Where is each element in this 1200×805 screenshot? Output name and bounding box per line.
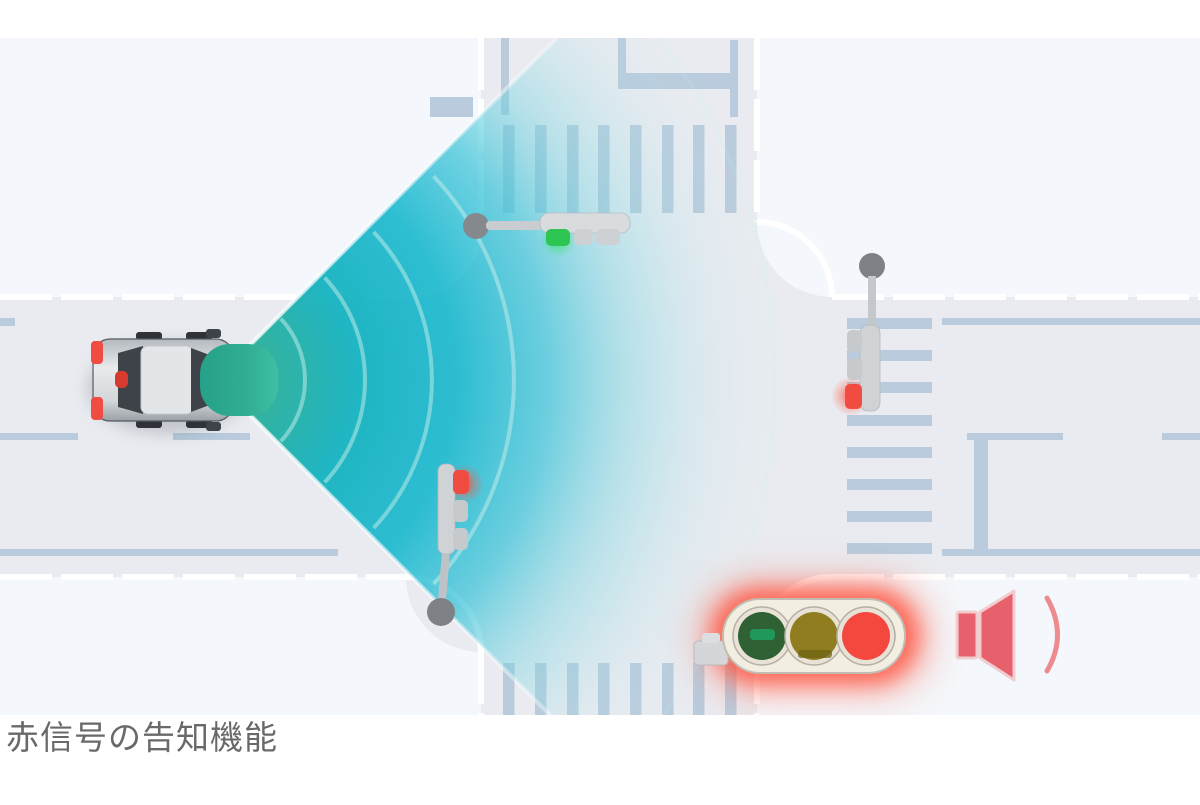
speaker-horn: [978, 589, 1016, 682]
overhead-signal-top: [463, 212, 631, 258]
signal-head: [859, 324, 881, 412]
yellow-lens-dim: [790, 612, 838, 660]
red-lens: [845, 384, 862, 409]
red-lens-lit: [842, 612, 890, 660]
roadside-signal-right: [831, 253, 885, 416]
side-patch-marking: [430, 97, 473, 117]
rear-window: [118, 346, 143, 414]
car-roof: [140, 345, 194, 415]
signal-head: [437, 463, 456, 555]
mount-bracket: [693, 640, 729, 666]
crosswalk-right: [847, 318, 932, 554]
tail-light-top: [91, 341, 103, 364]
roadside-signal-center: [427, 463, 484, 626]
sensor-dome: [200, 344, 278, 416]
alert-speaker-icon: [955, 589, 1060, 682]
side-mirror-bottom: [206, 422, 221, 431]
speaker-body: [955, 610, 979, 660]
main-traffic-light: [693, 579, 932, 695]
lens-red-assembly: [836, 606, 896, 666]
pole-base: [427, 598, 455, 626]
side-mirror-top: [206, 329, 221, 338]
tail-light-bottom: [91, 397, 103, 420]
red-lens: [453, 470, 469, 494]
pole-base: [463, 213, 489, 239]
sound-wave-arc: [1044, 595, 1060, 674]
caption-title: 赤信号の告知機能: [6, 719, 278, 756]
sensor-fan: [215, 38, 855, 715]
brake-marker: [115, 371, 128, 388]
pole-base: [859, 253, 885, 279]
lens-yellow-assembly: [784, 606, 844, 666]
lens-green-assembly: [732, 606, 792, 666]
green-lens: [546, 229, 570, 246]
